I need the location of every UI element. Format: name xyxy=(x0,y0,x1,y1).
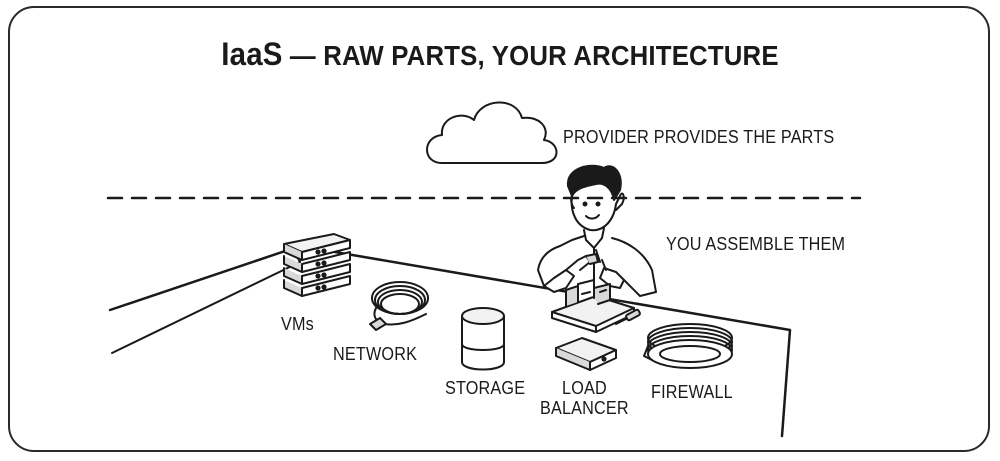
assembly-board xyxy=(551,279,635,333)
provider-annotation: PROVIDER PROVIDES THE PARTS xyxy=(563,127,835,147)
storage-cylinder-icon xyxy=(461,307,505,371)
assemble-annotation: YOU ASSEMBLE THEM xyxy=(666,234,846,254)
cloud-icon xyxy=(426,101,558,164)
load-balancer-label-line1: LOAD xyxy=(562,378,607,398)
screwdriver-icon xyxy=(615,308,641,325)
vms-label: VMs xyxy=(281,314,314,334)
title-dash: — xyxy=(289,40,316,71)
network-label: NETWORK xyxy=(333,344,418,364)
storage-label: STORAGE xyxy=(445,378,526,398)
firewall-label: FIREWALL xyxy=(651,382,733,402)
firewall-coil-icon xyxy=(643,323,733,369)
network-cable-icon xyxy=(369,281,429,331)
person-illustration xyxy=(537,164,657,301)
diagram-title: IaaS — RAW PARTS, YOUR ARCHITECTURE xyxy=(40,36,960,73)
title-sub: RAW PARTS, YOUR ARCHITECTURE xyxy=(323,40,779,71)
title-main: IaaS xyxy=(221,36,283,72)
illustration-frame xyxy=(8,6,990,452)
load-balancer-icon xyxy=(555,337,617,371)
load-balancer-label-line2: BALANCER xyxy=(540,398,629,418)
vm-servers-icon xyxy=(283,233,351,297)
